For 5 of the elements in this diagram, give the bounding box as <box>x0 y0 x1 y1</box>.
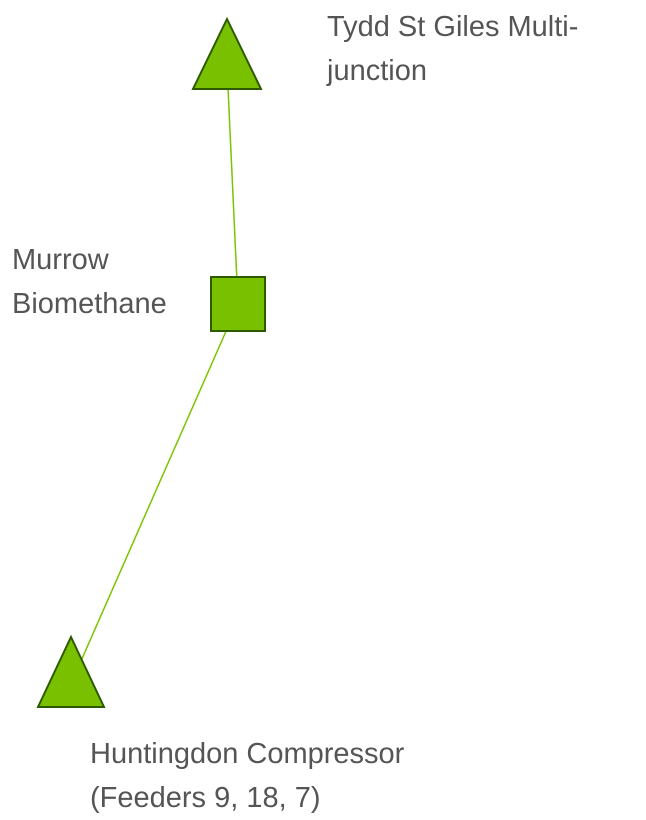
node-label: Tydd St Giles Multi-junction <box>327 10 580 89</box>
node-label: Murrow Biomethane <box>12 243 168 322</box>
connector-line <box>80 330 227 660</box>
connector-line <box>227 88 238 278</box>
node-label: Huntingdon Compressor (Feeders 9, 18, 7) <box>90 737 406 816</box>
